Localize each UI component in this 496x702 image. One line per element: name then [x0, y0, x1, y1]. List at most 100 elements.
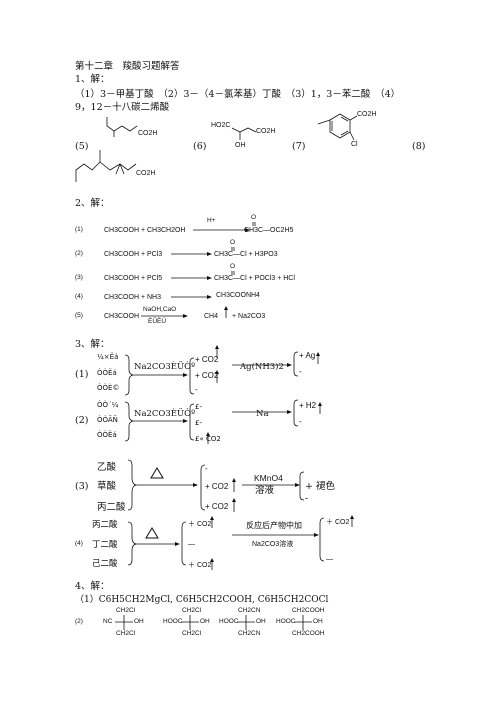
q3-2-compound-3: ÒÒËá: [97, 431, 117, 439]
q3-1-number: (1): [75, 369, 89, 380]
q4-m3-left: HOOC: [219, 618, 239, 625]
q3-2-compound-2: ÒÒÃÑ: [97, 416, 118, 424]
q4-m3-bottom: CH2CN: [238, 630, 261, 637]
structure-6-oh: OH: [235, 142, 246, 149]
q3-3-result-b1: + 褪色: [305, 481, 335, 492]
q2-2-products: CH3C—Cl + H3PO3: [214, 251, 278, 258]
q3-4-number: (4): [75, 540, 83, 547]
q3-2-compound-1: ÒÒ´¼: [97, 401, 119, 409]
q4-m1-right: OH: [134, 618, 144, 625]
q2-5-condition-bottom: ÈÛÈÚ: [148, 318, 167, 325]
q4-2-number: (2): [75, 618, 83, 625]
q2-3-number: (3): [75, 274, 83, 281]
q3-1-result-2: + CO2: [195, 371, 219, 380]
heat-triangle-4: [145, 527, 159, 539]
q2-3-products: CH3C—Cl + POCl3 + HCl: [214, 275, 295, 282]
q3-3-result-b2: -: [305, 493, 309, 504]
q2-4-reactants: CH3COOH + NH3: [104, 294, 161, 301]
structure-7-number: (7): [292, 141, 306, 152]
q3-4-compound-1: 丙二酸: [92, 520, 118, 530]
structure-5-bonds: [106, 117, 138, 137]
q4-bonds: [115, 615, 312, 630]
q3-1-result-b1: + Ag: [299, 351, 316, 360]
q2-4-number: (4): [75, 293, 83, 300]
q2-3-oxygen: O: [230, 263, 236, 270]
q3-4-compound-2: 丁二酸: [92, 540, 118, 550]
q3-2-result-2: £-: [195, 419, 202, 427]
q2-4-product: CH3COONH4: [216, 292, 260, 299]
q2-3-reactants: CH3COOH + PCl5: [104, 275, 163, 282]
structure-7-cl: Cl: [351, 141, 358, 148]
q3-1-result-1: + CO2: [195, 355, 219, 364]
q4-m4-left: HOOC: [276, 618, 296, 625]
q3-3-compound-3: 丙二酸: [97, 502, 126, 513]
structure-6-co2h: CO2H: [256, 128, 276, 135]
q2-5-number: (5): [75, 312, 83, 319]
q2-1-condition: H+: [207, 217, 216, 224]
q2-2-oxygen: O: [230, 239, 236, 246]
q3-4-result-b2: —: [326, 556, 333, 563]
q4-m4-top: CH2COOH: [292, 607, 325, 614]
q4-1-answer: （1）C6H5CH2MgCl, C6H5CH2COOH, C6H5CH2COCl: [75, 595, 329, 605]
q3-4-reagent-top: 反应后产物中加: [246, 521, 302, 530]
q2-1-reactants: CH3COOH + CH3CH2OH: [104, 227, 186, 234]
q3-4-result-1: ＋ CO2: [188, 521, 212, 528]
q3-3-compound-1: 乙酸: [97, 462, 117, 473]
question-1-answers-line1: （1）3－甲基丁酸 （2）3－（4－氯苯基）丁酸 （3）1，3－苯二酸 （4）: [75, 89, 401, 100]
q3-4-reagent-bottom: Na2CO3溶液: [252, 541, 294, 548]
q3-3-result-2: + CO2: [205, 482, 229, 491]
q4-m1-left: NC: [103, 618, 113, 625]
q2-1-oxygen: O: [251, 214, 257, 221]
structure-7-co2h: CO2H: [357, 111, 377, 118]
q3-1-reagent: Na2CO3ÈÜÒº: [134, 362, 196, 372]
question-3-label: 3、解：: [75, 339, 110, 350]
q3-4-compound-3: 己二酸: [92, 559, 118, 569]
q3-2-result-b1: + H2: [299, 401, 317, 410]
q2-5-reactant: CH3COOH: [104, 313, 140, 320]
q2-1-product: CH3C—OC2H5: [244, 227, 294, 234]
q2-2-reactants: CH3COOH + PCl3: [104, 251, 163, 258]
q3-2-number: (2): [75, 415, 89, 426]
q4-m4-right: OH: [313, 618, 323, 625]
q3-4-result-b1: ＋ CO2: [326, 519, 350, 526]
q3-1-compound-2: ÒÒËá: [97, 369, 117, 377]
q3-3-number: (3): [75, 481, 89, 492]
structure-6-ho2c: HO2C: [211, 122, 231, 129]
structure-6-bonds: [231, 127, 257, 140]
q3-1-result-b2: -: [299, 367, 302, 376]
question-1-label: 1、解：: [75, 74, 110, 85]
q3-1-lines: [124, 345, 320, 396]
q3-1-reagent-b: Ag(NH3)2: [240, 362, 284, 372]
q3-3-compound-2: 草酸: [97, 481, 117, 492]
q3-3-result-1: -: [205, 464, 208, 473]
chapter-title: 第十二章 羧酸习题解答: [75, 61, 180, 72]
q4-m2-right: OH: [200, 618, 210, 625]
structure-5-co2h: CO2H: [138, 130, 158, 137]
q2-2-number: (2): [75, 250, 83, 257]
q3-4-result-2: —: [188, 541, 195, 548]
q4-m1-top: CH2Cl: [116, 607, 136, 614]
q3-2-result-b2: -: [299, 417, 302, 426]
q4-m2-bottom: CH2Cl: [182, 630, 202, 637]
q3-4-result-3: ＋ CO2: [188, 562, 212, 569]
heat-triangle-3: [150, 467, 164, 479]
q4-m2-left: HOOC: [163, 618, 183, 625]
q2-5-product-2: + Na2CO3: [232, 313, 266, 320]
structure-8-bonds: [75, 150, 137, 182]
q3-3-reagent-bottom: 溶液: [255, 485, 275, 496]
q3-2-result-3: £« CO2: [195, 435, 221, 443]
q2-1-number: (1): [75, 226, 83, 233]
structure-7-ring: [317, 113, 358, 141]
question-1-answers-line2: 9，12－十八碳二烯酸: [75, 102, 170, 113]
structure-8-co2h: CO2H: [136, 170, 156, 177]
q4-m1-bottom: CH2Cl: [116, 630, 136, 637]
q4-m3-right: OH: [256, 618, 266, 625]
q4-m3-top: CH2CN: [238, 607, 261, 614]
q3-1-result-3: -: [195, 385, 198, 394]
q3-1-compound-1: ¼×Ëá: [97, 353, 119, 361]
question-2-label: 2、解：: [75, 198, 110, 209]
question-4-label: 4、解：: [75, 581, 110, 592]
q2-5-condition-top: NaOH,CaO: [143, 306, 177, 313]
q3-2-result-1: £-: [195, 403, 202, 411]
